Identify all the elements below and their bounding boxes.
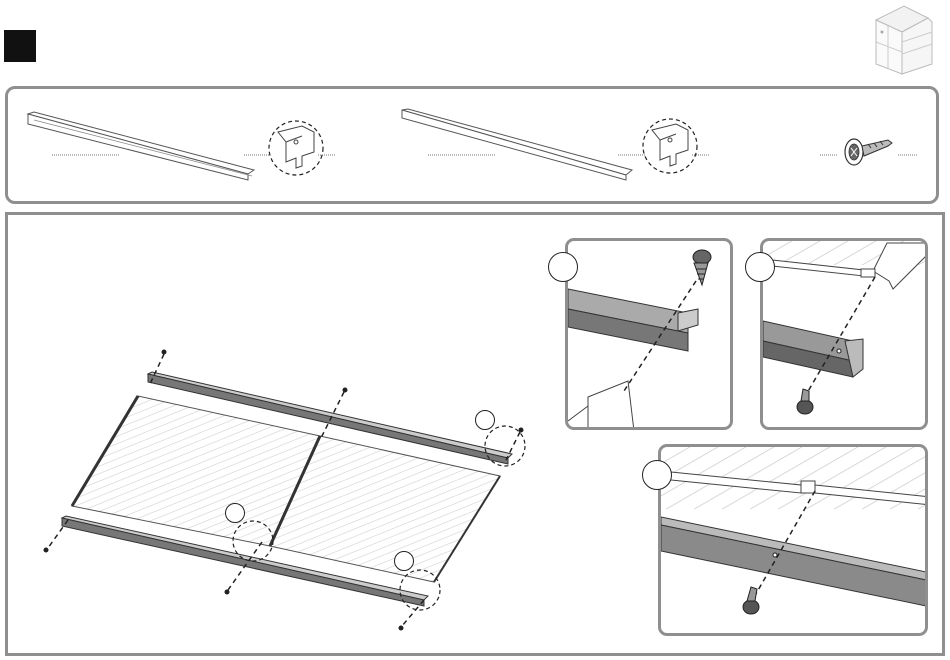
callout-1 — [548, 252, 578, 282]
roof-panels — [72, 396, 500, 582]
detail-view-2 — [760, 238, 928, 430]
callout-1-marker — [475, 410, 495, 430]
callout-2 — [745, 252, 775, 282]
callout-2-marker — [225, 503, 245, 523]
callout-3 — [642, 460, 672, 490]
detail-view-3 — [658, 444, 928, 636]
callout-3-marker — [394, 551, 414, 571]
detail-view-1 — [565, 238, 733, 430]
